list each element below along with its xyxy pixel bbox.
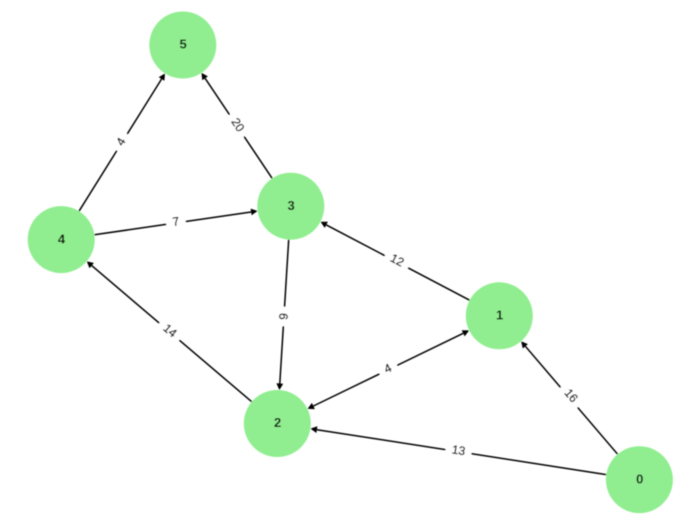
svg-text:2: 2 xyxy=(274,415,281,430)
svg-text:7: 7 xyxy=(171,214,180,229)
svg-text:13: 13 xyxy=(451,442,467,458)
svg-text:3: 3 xyxy=(287,198,294,213)
svg-text:4: 4 xyxy=(58,231,66,246)
svg-text:1: 1 xyxy=(496,308,503,323)
svg-text:12: 12 xyxy=(388,251,407,270)
svg-text:9: 9 xyxy=(276,312,290,320)
svg-text:5: 5 xyxy=(179,37,186,52)
svg-text:0: 0 xyxy=(636,471,643,486)
